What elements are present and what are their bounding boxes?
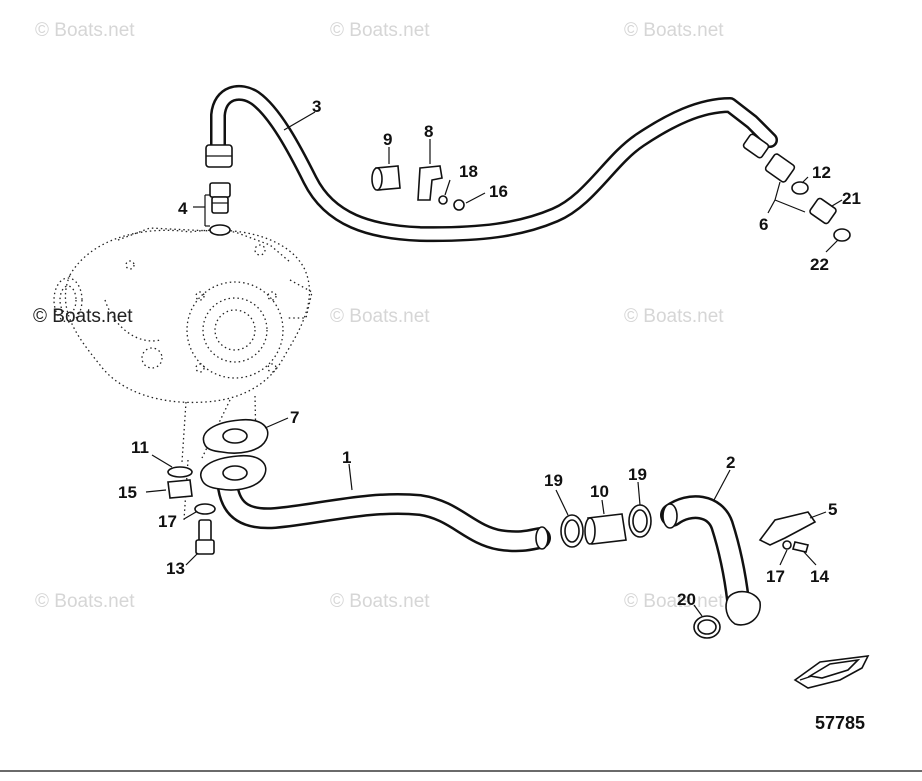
watermark-3: © Boats.net — [624, 20, 724, 41]
callout-16: 16 — [489, 182, 508, 201]
callout-11: 11 — [131, 438, 149, 457]
callout-12: 12 — [812, 163, 831, 182]
callout-6: 6 — [759, 215, 768, 234]
callout-10: 10 — [590, 482, 609, 501]
watermark-8: © Boats.net — [624, 591, 724, 612]
upper-hose — [210, 84, 778, 243]
callout-8: 8 — [424, 122, 433, 141]
clamps-and-coupler — [348, 463, 731, 639]
upper-left-fittings — [193, 144, 233, 236]
callout-4: 4 — [178, 199, 188, 218]
watermark-5: © Boats.net — [624, 306, 724, 327]
watermark-7: © Boats.net — [330, 591, 430, 612]
watermark-6: © Boats.net — [35, 591, 135, 612]
document-number: 57785 — [815, 713, 865, 733]
callout-3: 3 — [312, 97, 321, 116]
lower-hose — [217, 477, 551, 553]
callout-1: 1 — [342, 448, 351, 467]
callout-5: 5 — [828, 500, 837, 519]
callout-19-right: 19 — [628, 465, 647, 484]
small-fittings-center — [371, 139, 486, 211]
callout-9: 9 — [383, 130, 392, 149]
watermark-2: © Boats.net — [330, 20, 430, 41]
left-fasteners — [145, 454, 216, 566]
callout-15: 15 — [118, 483, 137, 502]
callout-14: 14 — [810, 567, 829, 586]
callout-2: 2 — [726, 453, 735, 472]
boat-icon — [793, 655, 870, 689]
watermark-1: © Boats.net — [35, 20, 135, 41]
watermarks: © Boats.net © Boats.net © Boats.net © Bo… — [33, 20, 724, 612]
callout-13: 13 — [166, 559, 185, 578]
callout-20: 20 — [677, 590, 696, 609]
callout-21: 21 — [842, 189, 861, 208]
callout-labels: 1 2 3 4 5 6 7 8 9 10 11 12 13 14 15 16 1… — [118, 97, 861, 609]
watermark-4: © Boats.net — [330, 306, 430, 327]
callout-17-left: 17 — [158, 512, 177, 531]
callout-22: 22 — [810, 255, 829, 274]
elbow-hose — [660, 495, 761, 626]
callout-17-right: 17 — [766, 567, 785, 586]
right-fittings — [742, 133, 851, 253]
bracket-right — [758, 511, 827, 566]
callout-7: 7 — [290, 408, 299, 427]
callout-18: 18 — [459, 162, 478, 181]
watermark-dark: © Boats.net — [33, 306, 133, 327]
callout-19-left: 19 — [544, 471, 563, 490]
gaskets — [199, 417, 289, 491]
